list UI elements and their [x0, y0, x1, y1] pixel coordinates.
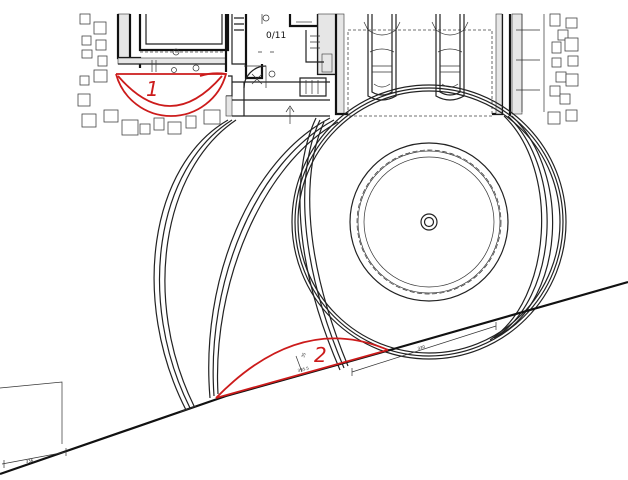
- left-stone-paving: [77, 13, 221, 136]
- dim-right-label: 330: [417, 344, 426, 351]
- right-stone-paving: [547, 13, 579, 125]
- driveway-curves: [153, 115, 554, 411]
- marker-1-label: 1: [146, 77, 159, 101]
- red-marker-2: 2: [215, 337, 389, 399]
- dim-left-label: 336: [25, 458, 34, 464]
- red-marker-1: 1: [115, 72, 228, 117]
- dim-rise-label: 35: [300, 351, 307, 358]
- car-left: [363, 14, 401, 101]
- marker-2-label: 2: [314, 343, 327, 367]
- house-walls: [116, 13, 338, 124]
- dim-arc-label: 395.5: [297, 365, 310, 373]
- room-label: 0/11: [266, 31, 286, 41]
- roundabout: [291, 84, 567, 360]
